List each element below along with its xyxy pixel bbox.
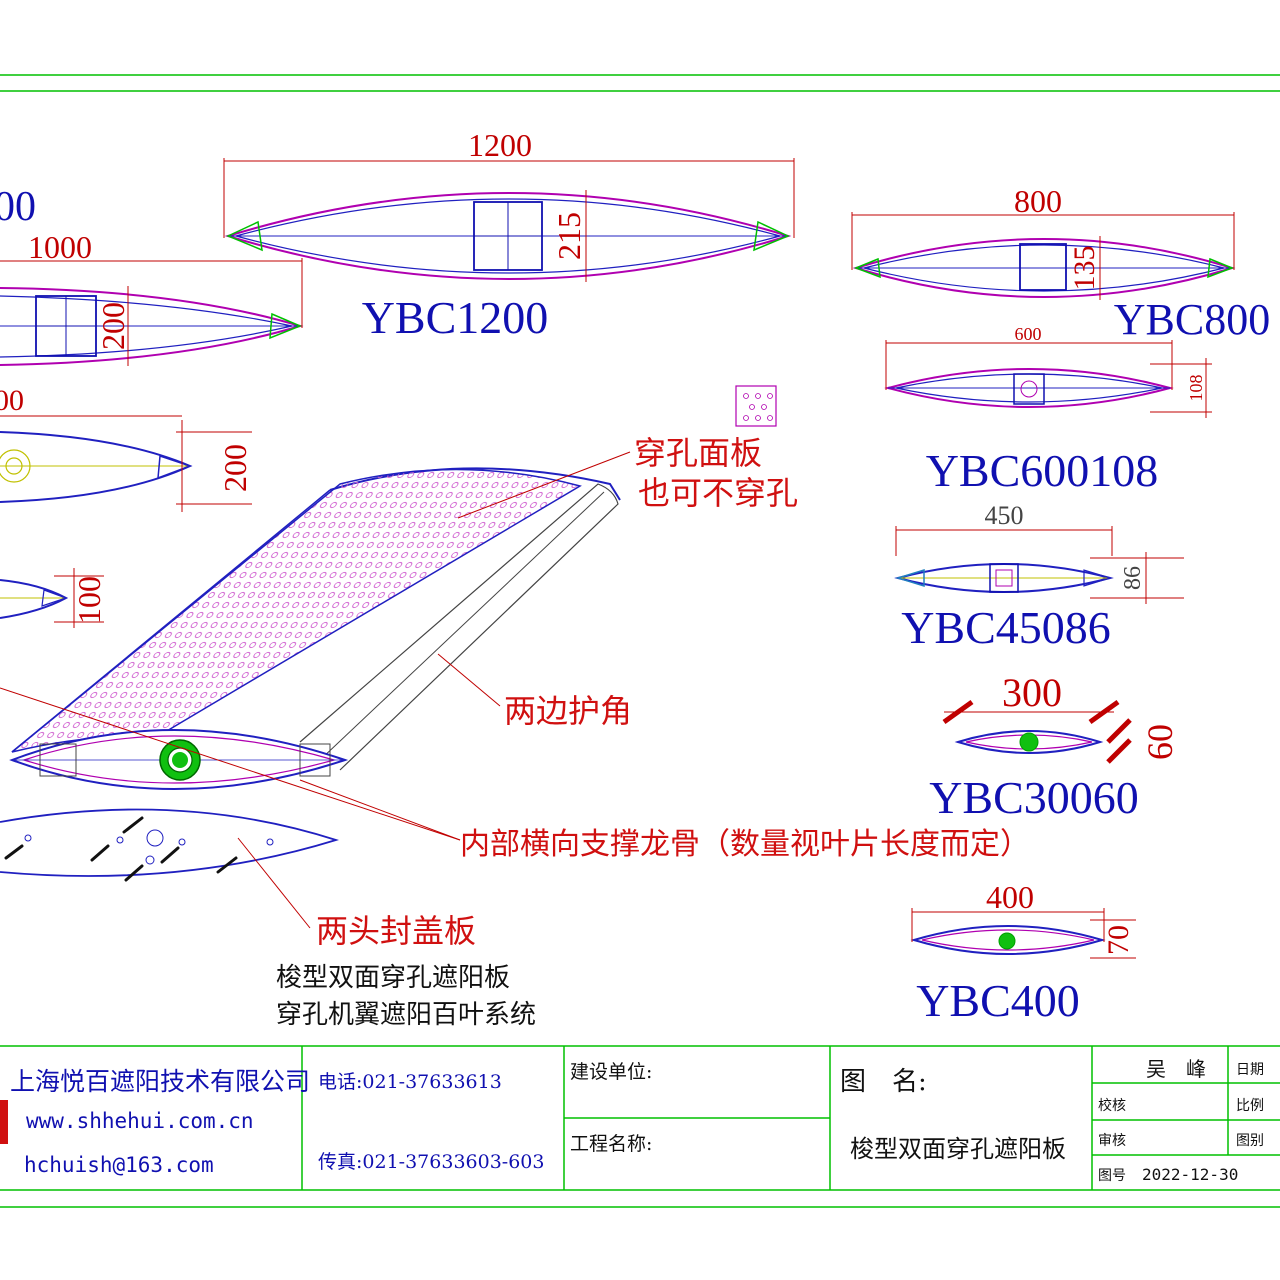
partial-profile-lower [0, 568, 104, 628]
partial-profile-upper [0, 258, 304, 366]
partial-cut-dim-middle: 00 [0, 384, 24, 417]
ybc400-profile [910, 908, 1136, 959]
drawing-name-label: 图 名: [840, 1067, 927, 1097]
louver-blade-3d [9, 467, 621, 790]
partial-height-dim-100: 100 [71, 576, 107, 624]
project-label: 工程名称: [570, 1133, 652, 1155]
callout-perforated-panel-line1: 穿孔面板 [634, 434, 762, 472]
check-label: 校核 [1098, 1097, 1126, 1114]
ybc45086-height-dim: 86 [1120, 566, 1146, 590]
callout-end-caps: 两头封盖板 [316, 912, 476, 950]
review-label: 审核 [1098, 1133, 1126, 1149]
ybc800-label: YBC800 [1114, 295, 1270, 344]
fax-number: 传真:021-37633603-603 [318, 1151, 544, 1173]
designer-name: 吴 峰 [1146, 1057, 1206, 1081]
ybc600108-height-dim: 108 [1186, 375, 1206, 402]
drawing-frame [0, 74, 1280, 1208]
ybc600108-profile [884, 340, 1212, 418]
ybc30060-label: YBC30060 [929, 772, 1139, 823]
partial-length-dim-1000: 1000 [28, 229, 92, 265]
ybc600108-length-dim: 600 [1015, 324, 1042, 344]
drawing-type-label: 图别 [1236, 1133, 1264, 1149]
company-name: 上海悦百遮阳技术有限公司 [10, 1067, 310, 1096]
callout-internal-rib: 内部横向支撑龙骨（数量视叶片长度而定） [460, 827, 1030, 862]
company-logo-mark [0, 1100, 8, 1144]
ybc45086-label: YBC45086 [901, 602, 1111, 653]
drawing-name: 梭型双面穿孔遮阳板 [850, 1135, 1066, 1163]
callout-edge-guard: 两边护角 [504, 692, 632, 730]
partial-profile-middle [0, 415, 252, 512]
perforation-detail [735, 385, 777, 427]
ybc1200-profile [223, 158, 795, 282]
ybc400-label: YBC400 [916, 975, 1080, 1026]
ybc800-length-dim: 800 [1014, 183, 1062, 219]
callout-perforated-panel-line2: 也可不穿孔 [638, 474, 798, 512]
ybc45086-profile [894, 526, 1184, 604]
caption-line-1: 梭型双面穿孔遮阳板 [276, 963, 510, 993]
ybc600108-label: YBC600108 [926, 445, 1159, 496]
scale-label: 比例 [1236, 1098, 1264, 1114]
ybc1200-length-dim: 1200 [468, 127, 532, 163]
end-cap-plate [0, 808, 340, 882]
drawing-number-label: 图号 [1098, 1168, 1126, 1184]
phone-number: 电话:021-37633613 [318, 1071, 502, 1093]
ybc400-height-dim: 70 [1102, 925, 1135, 955]
partial-height-dim-200b: 200 [217, 444, 253, 492]
ybc45086-length-dim: 450 [985, 501, 1024, 530]
company-email: hchuish@163.com [24, 1153, 214, 1177]
ybc800-height-dim: 135 [1068, 246, 1101, 291]
ybc1200-label: YBC1200 [362, 292, 549, 343]
caption-line-2: 穿孔机翼遮阳百叶系统 [276, 1000, 536, 1030]
partial-cut-dim-top: 00 [0, 184, 36, 230]
partial-height-dim-200a: 200 [95, 302, 131, 350]
ybc1200-height-dim: 215 [551, 212, 587, 260]
ybc400-length-dim: 400 [986, 879, 1034, 915]
drawing-number: 2022-12-30 [1142, 1165, 1238, 1184]
ybc30060-height-dim: 60 [1140, 724, 1180, 760]
date-label: 日期 [1236, 1062, 1264, 1078]
ybc800-profile [851, 212, 1236, 300]
ybc30060-profile [942, 699, 1132, 764]
leader-lines [0, 451, 631, 929]
company-website: www.shhehui.com.cn [26, 1109, 254, 1133]
client-label: 建设单位: [570, 1061, 652, 1083]
title-block-grid [301, 1046, 1280, 1190]
ybc30060-length-dim: 300 [1002, 670, 1062, 715]
